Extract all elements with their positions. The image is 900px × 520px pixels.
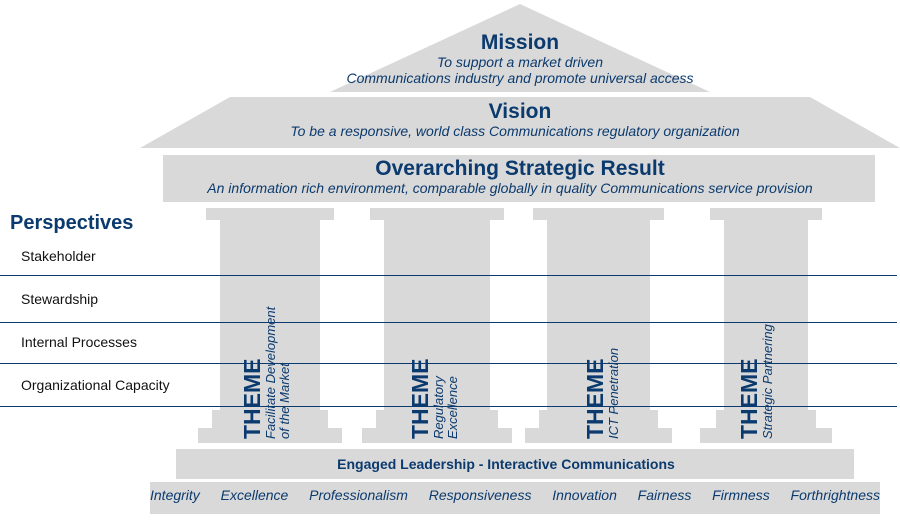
foundation-slab <box>176 449 854 479</box>
perspectives-title: Perspectives <box>10 212 134 234</box>
roof-shape <box>330 4 710 92</box>
pillar-shape-1 <box>198 208 342 443</box>
perspective-internal-processes: Internal Processes <box>21 334 137 350</box>
perspective-divider <box>0 275 897 276</box>
value-responsiveness: Responsiveness <box>428 487 532 503</box>
pillar-2-label: THEME Regulatory Excellence <box>407 219 460 440</box>
pillar-shape-4 <box>700 208 832 443</box>
pillar-3-label: THEME ICT Penetration <box>582 219 621 440</box>
pillar-shape-2 <box>362 208 512 443</box>
value-integrity: Integrity <box>150 487 200 503</box>
vision-title: Vision <box>488 100 552 123</box>
pillar-1-label: THEME Facilitate Development of the Mark… <box>239 219 292 440</box>
value-innovation: Innovation <box>552 487 617 503</box>
strategic-result-text: An information rich environment, compara… <box>207 180 813 196</box>
mission-line-1: To support a market driven <box>436 54 603 70</box>
value-professionalism: Professionalism <box>309 487 408 503</box>
pillar-4-line-1: Strategic Partnering <box>760 324 775 439</box>
vision-text: To be a responsive, world class Communic… <box>290 123 740 139</box>
mission-line-2: Communications industry and promote univ… <box>346 70 694 86</box>
perspective-divider <box>0 363 897 364</box>
value-firmness: Firmness <box>712 487 770 503</box>
pillar-3-line-1: ICT Penetration <box>606 347 621 439</box>
pillar-1-line-1: Facilitate Development <box>263 306 278 439</box>
values-slab <box>150 482 880 514</box>
roof-band-shape <box>140 97 900 148</box>
pillar-shape-3 <box>525 208 672 443</box>
pillar-1-theme: THEME <box>239 358 265 440</box>
values-row: Integrity Excellence Professionalism Res… <box>150 487 880 503</box>
pillar-2-theme: THEME <box>407 358 433 440</box>
result-beam <box>163 155 875 202</box>
value-fairness: Fairness <box>637 487 692 503</box>
foundation-text: Engaged Leadership - Interactive Communi… <box>337 456 675 472</box>
perspective-divider <box>0 322 897 323</box>
perspective-stewardship: Stewardship <box>21 291 99 307</box>
perspective-stakeholder: Stakeholder <box>21 248 96 264</box>
value-forthrightness: Forthrightness <box>790 487 880 503</box>
pillar-2-line-2: Excellence <box>445 376 460 439</box>
pillar-2-line-1: Regulatory <box>431 376 446 439</box>
pillar-4-theme: THEME <box>736 358 762 440</box>
strategic-result-title: Overarching Strategic Result <box>375 157 665 180</box>
pillar-1-line-2: of the Market <box>277 363 292 439</box>
value-excellence: Excellence <box>220 487 289 503</box>
perspective-organizational-capacity: Organizational Capacity <box>21 377 170 393</box>
perspective-divider <box>0 406 897 407</box>
pillar-4-label: THEME Strategic Partnering <box>736 219 775 440</box>
pillar-3-theme: THEME <box>582 358 608 440</box>
mission-title: Mission <box>480 31 560 54</box>
